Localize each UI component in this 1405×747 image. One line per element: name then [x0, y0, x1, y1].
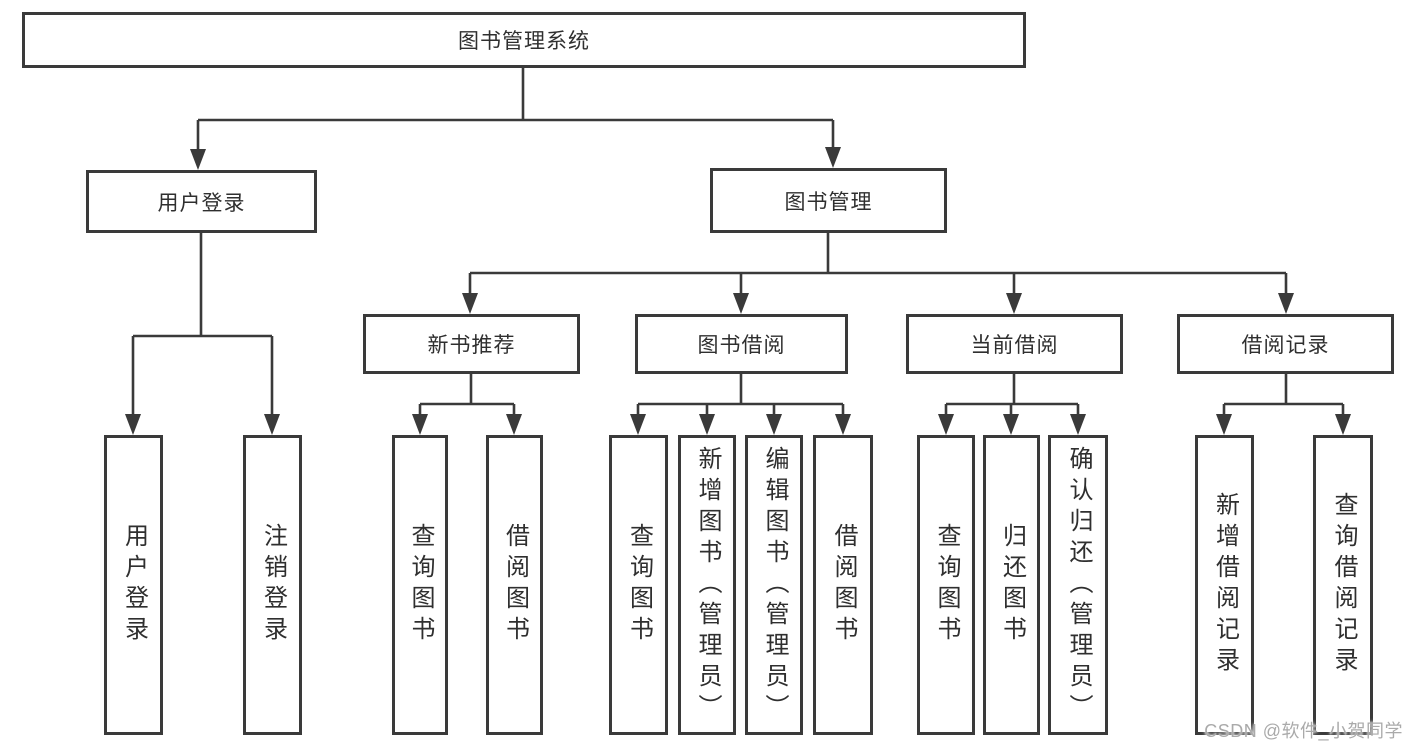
node-label: 用户登录	[120, 523, 148, 647]
node-label: 注销登录	[259, 523, 287, 647]
node-label: 查询图书	[625, 523, 653, 647]
node-label: 查询图书	[407, 523, 434, 647]
node-label: 新增图书（管理员）	[694, 445, 721, 725]
node-label: 图书管理	[784, 190, 873, 214]
leaf-query-books-current: 查询图书	[917, 435, 975, 735]
node-label: 图书借阅	[697, 334, 786, 357]
tree-edges	[131, 68, 1345, 417]
leaf-user-login: 用户登录	[104, 435, 163, 735]
leaf-borrow-books-recommend: 借阅图书	[486, 435, 543, 735]
leaf-add-borrow-record: 新增借阅记录	[1195, 435, 1254, 735]
leaf-query-books-borrow: 查询图书	[609, 435, 668, 735]
node-label: 归还图书	[998, 523, 1026, 647]
node-label: 图书管理系统	[458, 30, 590, 53]
node-label: 查询借阅记录	[1330, 492, 1357, 678]
leaf-query-borrow-record: 查询借阅记录	[1313, 435, 1373, 735]
node-label: 新增借阅记录	[1211, 492, 1239, 678]
node-new-book-recommend: 新书推荐	[363, 314, 580, 374]
node-label: 确认归还（管理员）	[1065, 445, 1092, 725]
leaf-add-book-admin: 新增图书（管理员）	[678, 435, 736, 735]
node-label: 借阅图书	[830, 523, 857, 647]
leaf-logout: 注销登录	[243, 435, 302, 735]
leaf-edit-book-admin: 编辑图书（管理员）	[745, 435, 803, 735]
node-book-management: 图书管理	[710, 168, 947, 233]
node-label: 借阅图书	[501, 523, 529, 647]
node-label: 借阅记录	[1241, 334, 1330, 357]
csdn-watermark: CSDN @软件_小贺同学	[1204, 721, 1403, 741]
leaf-query-books-recommend: 查询图书	[392, 435, 448, 735]
node-user-login: 用户登录	[86, 170, 317, 233]
leaf-confirm-return-admin: 确认归还（管理员）	[1048, 435, 1108, 735]
node-current-borrow: 当前借阅	[906, 314, 1123, 374]
leaf-return-book: 归还图书	[983, 435, 1040, 735]
leaf-borrow-books-borrow: 借阅图书	[813, 435, 873, 735]
node-label: 编辑图书（管理员）	[761, 445, 788, 725]
node-root: 图书管理系统	[22, 12, 1026, 68]
node-borrow-records: 借阅记录	[1177, 314, 1394, 374]
node-label: 用户登录	[157, 191, 246, 215]
node-book-borrow: 图书借阅	[635, 314, 848, 374]
node-label: 新书推荐	[427, 334, 516, 357]
node-label: 当前借阅	[970, 334, 1059, 357]
node-label: 查询图书	[933, 523, 960, 647]
